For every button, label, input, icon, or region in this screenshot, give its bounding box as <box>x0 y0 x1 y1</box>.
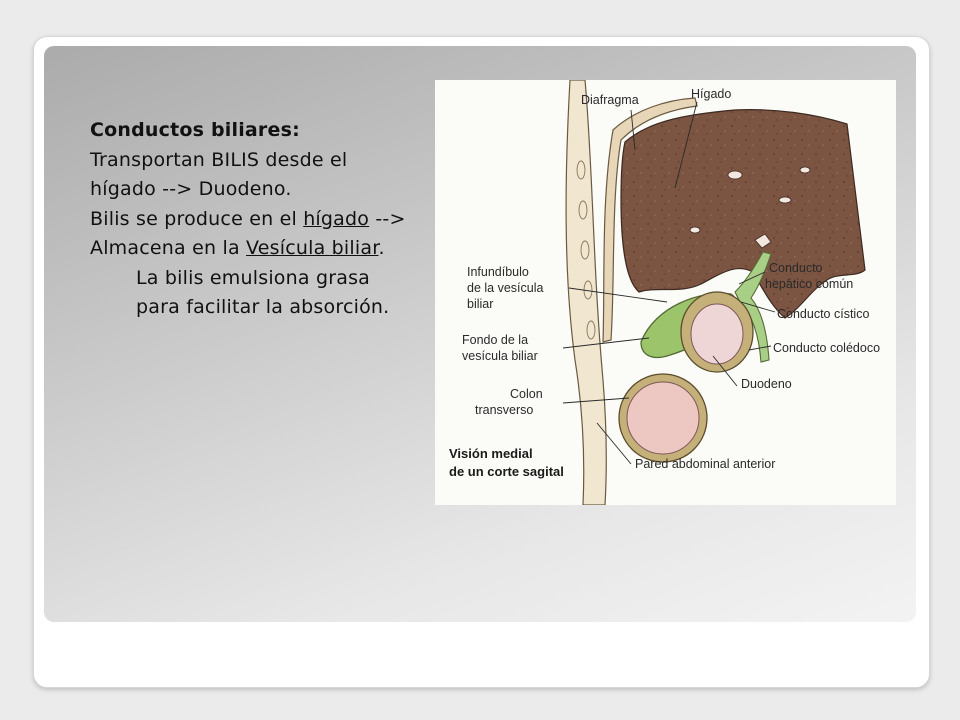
diaphragm <box>602 97 698 343</box>
link-higado[interactable]: hígado <box>303 207 370 230</box>
label-conducto-coledoco: Conducto colédoco <box>773 341 880 355</box>
label-duodeno: Duodeno <box>741 377 792 391</box>
anatomy-figure: Diafragma Hígado Infundíbulo de la vesíc… <box>435 80 896 505</box>
text-fragment: --> Almacena en la <box>90 207 406 260</box>
caption-corte-sagital: de un corte sagital <box>449 464 564 479</box>
label-colon: transverso <box>475 403 533 417</box>
text-fragment: . <box>378 237 385 259</box>
label-conducto-cistico: Conducto cístico <box>777 307 869 321</box>
paragraph-emulsion: La bilis emulsiona grasa para facilitar … <box>136 266 390 319</box>
liver-vessels <box>689 166 811 249</box>
bile-ducts <box>734 251 772 363</box>
label-conducto-hepatico: Conducto <box>769 261 823 275</box>
label-conducto-hepatico: hepático común <box>765 277 853 291</box>
abdominal-wall <box>565 80 607 505</box>
label-diafragma: Diafragma <box>581 93 639 107</box>
caption-vision-medial: Visión medial <box>449 446 533 461</box>
text-fragment: Bilis se produce en el <box>90 207 304 230</box>
label-infundibulo: Infundíbulo <box>467 265 529 279</box>
link-vesicula-biliar[interactable]: Vesícula biliar <box>246 237 379 259</box>
label-infundibulo: biliar <box>467 297 493 311</box>
label-colon: Colon <box>510 387 543 401</box>
paragraph-production: Bilis se produce en el hígado --> Almace… <box>90 205 410 264</box>
label-fondo: Fondo de la <box>462 333 528 347</box>
label-fondo: vesícula biliar <box>462 349 538 363</box>
paragraph-transport: Transportan BILIS desde el hígado --> Du… <box>90 148 348 201</box>
gallbladder-sagittal-diagram: Diafragma Hígado Infundíbulo de la vesíc… <box>449 80 880 505</box>
label-higado: Hígado <box>691 87 731 101</box>
label-pared-abdominal: Pared abdominal anterior <box>635 457 775 471</box>
label-infundibulo: de la vesícula <box>467 281 543 295</box>
slide-title: Conductos biliares: <box>90 119 300 141</box>
leader-lines <box>562 101 776 465</box>
colon-lumen <box>626 381 700 455</box>
duodenum-lumen <box>690 303 744 365</box>
slide-text: Conductos biliares: Transportan BILIS de… <box>90 116 410 323</box>
